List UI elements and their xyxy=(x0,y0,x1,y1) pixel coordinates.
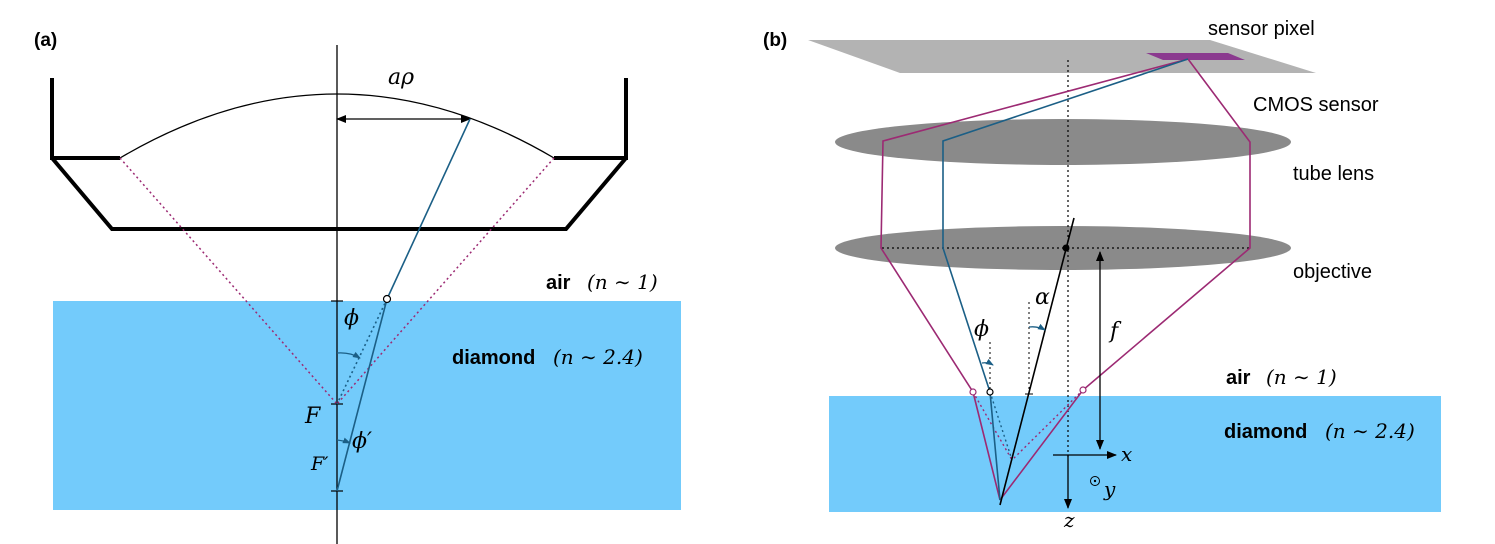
diamond-word-b: diamond xyxy=(1224,421,1307,443)
sensor-pixel xyxy=(1146,53,1245,60)
panel-b: (b) xyxy=(763,18,1441,532)
x-axis-label: x xyxy=(1121,442,1132,466)
magenta-virtual-left xyxy=(972,391,1013,461)
panel-a-label: (a) xyxy=(34,30,57,51)
magenta-ray-left xyxy=(880,58,1189,501)
sensor-pixel-label: sensor pixel xyxy=(1208,18,1315,40)
panel-b-label: (b) xyxy=(763,30,787,51)
objective-housing xyxy=(50,78,120,160)
cmos-sensor-label: CMOS sensor xyxy=(1253,94,1379,116)
surface-point-blue xyxy=(986,388,994,396)
air-word-a: air xyxy=(546,272,571,294)
diamond-word-a: diamond xyxy=(452,347,535,369)
objective-label: objective xyxy=(1293,261,1372,283)
F-label: F xyxy=(304,404,321,429)
phi-arc-a xyxy=(336,351,361,359)
tube-lens-label: tube lens xyxy=(1293,163,1374,185)
diamond-slab-a xyxy=(53,301,681,510)
phi-prime-label-a: ϕ′ xyxy=(352,429,372,454)
lens-arc xyxy=(119,93,555,159)
tube-lens xyxy=(835,119,1291,165)
diamond-slab-b xyxy=(829,396,1441,512)
magenta-virtual-right xyxy=(1011,389,1084,461)
phi-arc-b xyxy=(981,358,994,366)
diamond-index-b: (n ∼ 2.4) xyxy=(1325,419,1415,443)
alpha-arc-b xyxy=(1028,323,1046,331)
phi-label-b: ϕ xyxy=(974,317,989,342)
objective-housing-right xyxy=(554,78,628,160)
surface-point-left xyxy=(969,388,977,396)
blue-virtual-b xyxy=(989,391,1013,461)
F-prime-label: F′ xyxy=(310,453,329,475)
y-axis-out-dot xyxy=(1093,479,1097,483)
arho-label: aρ xyxy=(388,65,414,90)
magenta-ray-right xyxy=(999,58,1251,501)
blue-ray-b xyxy=(942,58,1189,501)
chief-ray xyxy=(999,217,1075,506)
objective-center xyxy=(1062,244,1070,252)
air-word-b: air xyxy=(1226,367,1251,389)
sensor-plane xyxy=(808,40,1316,73)
f-label: f xyxy=(1108,319,1122,344)
ray-virtual-a xyxy=(336,298,388,405)
surface-point-right xyxy=(1079,386,1087,394)
refraction-point-a xyxy=(382,294,392,304)
alpha-label-b: α xyxy=(1035,285,1050,310)
ray-air-a xyxy=(386,118,471,300)
y-axis-out-symbol xyxy=(1090,476,1100,486)
ray-diamond-a xyxy=(336,298,388,492)
panel-a: (a) aρ ϕ ϕ′ F F′ air ( xyxy=(34,30,681,544)
z-axis-label: z xyxy=(1063,508,1075,532)
phi-prime-arc-a xyxy=(336,437,351,444)
air-index-b: (n ∼ 1) xyxy=(1266,365,1337,389)
diamond-index-a: (n ∼ 2.4) xyxy=(553,345,643,369)
y-axis-label: y xyxy=(1103,477,1116,501)
objective-bottom xyxy=(50,156,628,231)
air-index-a: (n ∼ 1) xyxy=(587,270,658,294)
phi-label-a: ϕ xyxy=(344,306,359,331)
